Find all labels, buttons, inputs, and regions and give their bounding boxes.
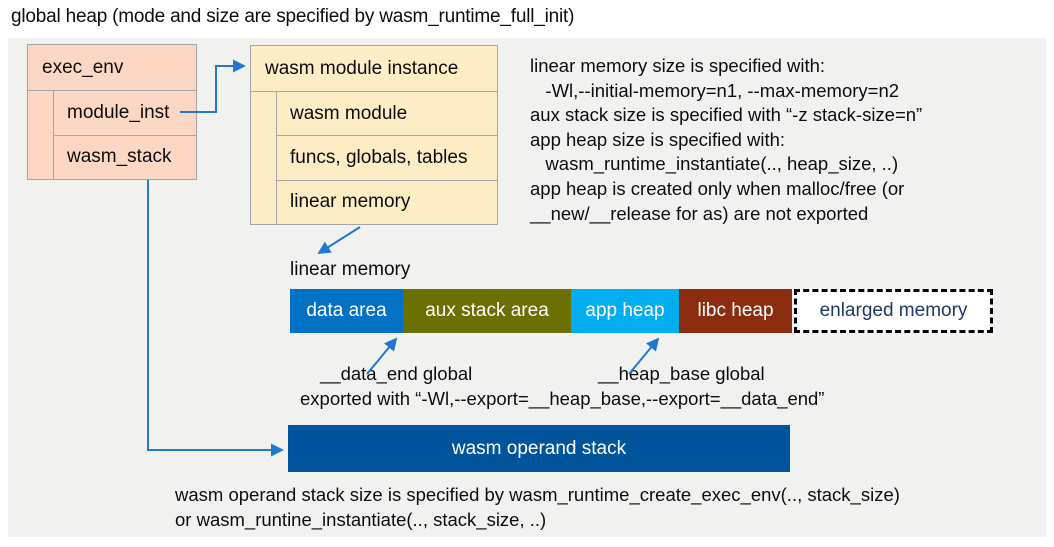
export-flags-line: exported with “-Wl,--export=__heap_base,…: [300, 388, 825, 409]
note-line: or wasm_runtine_instantiate(.., stack_si…: [175, 508, 547, 530]
exec-env-box: exec_env module_inst wasm_stack: [27, 44, 197, 180]
note-line: __new/__release for as) are not exported: [530, 202, 869, 224]
diagram-title: global heap (mode and size are specified…: [11, 6, 575, 27]
module-instance-row-wasm-module: wasm module: [290, 102, 408, 124]
module-instance-body: wasm module funcs, globals, tables linea…: [251, 92, 497, 224]
exec-env-row-wasm-stack: wasm_stack: [54, 134, 196, 180]
linear-memory-label: linear memory: [290, 259, 411, 280]
heap-base-global-label: __heap_base global: [598, 363, 765, 384]
exec-env-body: module_inst wasm_stack: [28, 91, 196, 179]
segment-app-heap: app heap: [571, 289, 679, 333]
note-line: linear memory size is specified with:: [530, 55, 826, 76]
exec-env-spine: [28, 91, 54, 179]
notes-right-block: linear memory size is specified with: -W…: [530, 54, 922, 226]
module-instance-header: wasm module instance: [251, 46, 497, 92]
note-line: -Wl,--initial-memory=n1, --max-memory=n2: [530, 79, 900, 101]
exec-env-row-module-inst: module_inst: [67, 101, 170, 123]
segment-enlarged-memory: enlarged memory: [794, 289, 993, 333]
segment-libc-heap: libc heap: [679, 289, 792, 333]
module-instance-row-funcs-globals-tables: funcs, globals, tables: [277, 135, 497, 179]
operand-stack-notes: wasm operand stack size is specified by …: [175, 483, 900, 532]
note-line: app heap size is specified with:: [530, 128, 786, 150]
linear-memory-bar: data area aux stack area app heap libc h…: [290, 289, 993, 333]
note-line: aux stack size is specified with “-z sta…: [530, 104, 923, 126]
module-instance-spine: [251, 92, 277, 224]
wasm-operand-stack-bar: wasm operand stack: [288, 425, 790, 472]
data-end-global-label: __data_end global: [320, 363, 473, 384]
segment-data-area: data area: [290, 289, 403, 333]
note-line: app heap is created only when malloc/fre…: [530, 177, 905, 199]
exec-env-header: exec_env: [28, 45, 196, 91]
segment-aux-stack-area: aux stack area: [403, 289, 571, 333]
module-instance-box: wasm module instance wasm module funcs, …: [250, 45, 498, 225]
note-line: wasm operand stack size is specified by …: [175, 484, 900, 505]
module-instance-row-linear-memory: linear memory: [277, 179, 497, 224]
note-line: wasm_runtime_instantiate(.., heap_size, …: [530, 153, 899, 175]
